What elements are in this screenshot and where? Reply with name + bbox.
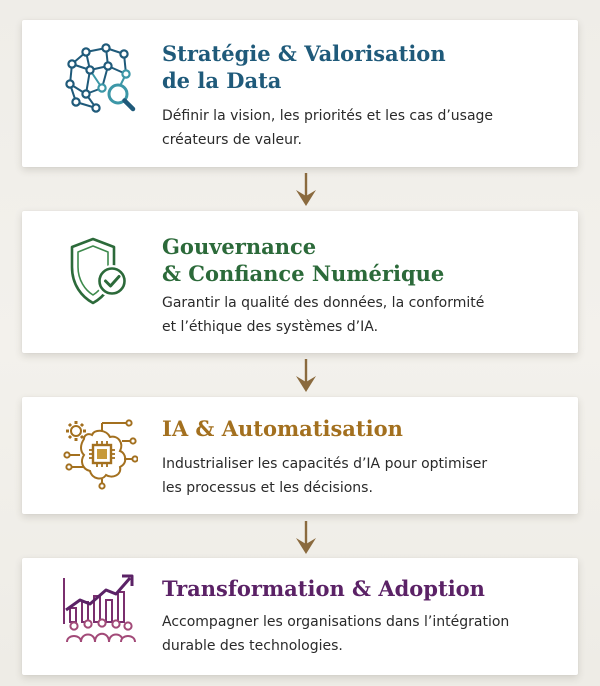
down-arrow-icon (294, 172, 318, 208)
step-description: Garantir la qualité des données, la conf… (162, 295, 485, 335)
ai-chip-icon (62, 415, 138, 491)
step-card-governance: Gouvernance & Confiance Numérique Garant… (22, 211, 578, 353)
step-title: Stratégie & Valorisation de la Data (162, 41, 446, 93)
data-network-icon (62, 42, 138, 118)
step-title: Transformation & Adoption (162, 576, 485, 601)
step-title: IA & Automatisation (162, 416, 403, 441)
down-arrow-icon (294, 358, 318, 394)
down-arrow-icon (294, 520, 318, 556)
step-title: Gouvernance & Confiance Numérique (162, 234, 445, 286)
step-description: Accompagner les organisations dans l’int… (162, 614, 510, 654)
growth-people-icon (62, 570, 138, 646)
step-description: Industrialiser les capacités d’IA pour o… (162, 456, 488, 496)
shield-check-icon (62, 233, 138, 309)
step-card-strategy: Stratégie & Valorisation de la Data Défi… (22, 20, 578, 167)
step-card-ai: IA & Automatisation Industrialiser les c… (22, 397, 578, 514)
step-description: Définir la vision, les priorités et les … (162, 108, 494, 148)
step-card-transformation: Transformation & Adoption Accompagner le… (22, 558, 578, 675)
